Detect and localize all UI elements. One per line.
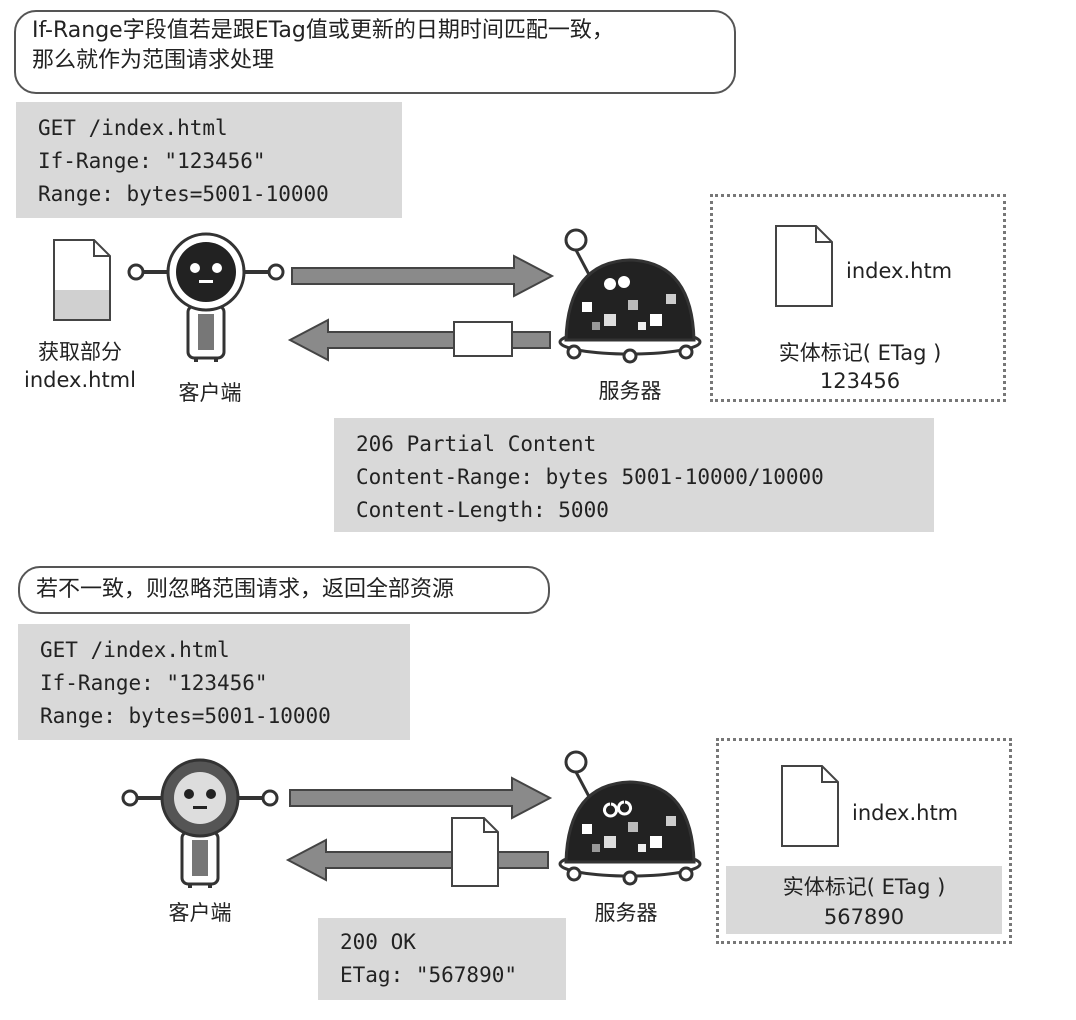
- top-request-arrow: [291, 254, 555, 298]
- bottom-request-line-2: If-Range: "123456": [40, 671, 268, 695]
- top-response-line-1: 206 Partial Content: [356, 432, 597, 456]
- bottom-request-box: GET /index.html If-Range: "123456" Range…: [18, 624, 410, 740]
- top-callout: If-Range字段值若是跟ETag值或更新的日期时间匹配一致， 那么就作为范围…: [14, 10, 736, 94]
- bottom-etag-label: 实体标记( ETag ): [782, 875, 946, 899]
- top-request-box: GET /index.html If-Range: "123456" Range…: [16, 102, 402, 218]
- bottom-response-line-1: 200 OK: [340, 930, 416, 954]
- partial-content-icon: [453, 321, 513, 357]
- bottom-callout: 若不一致，则忽略范围请求，返回全部资源: [18, 566, 550, 614]
- bottom-request-line-3: Range: bytes=5001-10000: [40, 704, 331, 728]
- top-callout-line-2: 那么就作为范围请求处理: [32, 48, 275, 73]
- top-client-file-label-line-2: index.html: [24, 368, 136, 392]
- partial-document-icon: [53, 239, 111, 321]
- top-server-document-icon: [775, 225, 833, 307]
- server-robot-icon: [558, 750, 702, 886]
- bottom-response-line-2: ETag: "567890": [340, 963, 518, 987]
- top-request-line-2: If-Range: "123456": [38, 149, 266, 173]
- top-request-line-3: Range: bytes=5001-10000: [38, 182, 329, 206]
- bottom-response-arrow: [285, 838, 549, 882]
- bottom-server-resource-panel: [716, 738, 1012, 944]
- bottom-response-box: 200 OK ETag: "567890": [318, 918, 566, 1000]
- top-callout-line-1: If-Range字段值若是跟ETag值或更新的日期时间匹配一致，: [32, 18, 614, 43]
- bottom-request-arrow: [289, 776, 553, 820]
- top-response-box: 206 Partial Content Content-Range: bytes…: [334, 418, 934, 532]
- client-robot-icon: [121, 758, 279, 888]
- client-robot-icon: [127, 232, 285, 362]
- full-document-icon: [451, 817, 499, 887]
- bottom-server-label: 服务器: [594, 901, 658, 925]
- bottom-client-label: 客户端: [168, 901, 232, 925]
- top-client-file-label-line-1: 获取部分: [38, 340, 122, 364]
- top-client-label: 客户端: [178, 381, 242, 405]
- top-etag-label: 实体标记( ETag ): [778, 341, 942, 365]
- bottom-request-line-1: GET /index.html: [40, 638, 230, 662]
- bottom-server-file-name: index.htm: [852, 801, 959, 825]
- bottom-etag-highlight: [726, 866, 1002, 934]
- top-server-label: 服务器: [598, 379, 662, 403]
- top-client-file-label: 获取部分 index.html: [10, 338, 150, 394]
- server-robot-icon: [558, 228, 702, 364]
- bottom-callout-text: 若不一致，则忽略范围请求，返回全部资源: [36, 577, 455, 602]
- top-response-line-2: Content-Range: bytes 5001-10000/10000: [356, 465, 824, 489]
- bottom-etag-value: 567890: [823, 905, 905, 929]
- bottom-server-document-icon: [781, 765, 839, 847]
- top-request-line-1: GET /index.html: [38, 116, 228, 140]
- top-server-resource-panel: [710, 194, 1006, 402]
- top-response-line-3: Content-Length: 5000: [356, 498, 609, 522]
- top-server-file-name: index.htm: [846, 259, 953, 283]
- top-etag-value: 123456: [819, 369, 901, 393]
